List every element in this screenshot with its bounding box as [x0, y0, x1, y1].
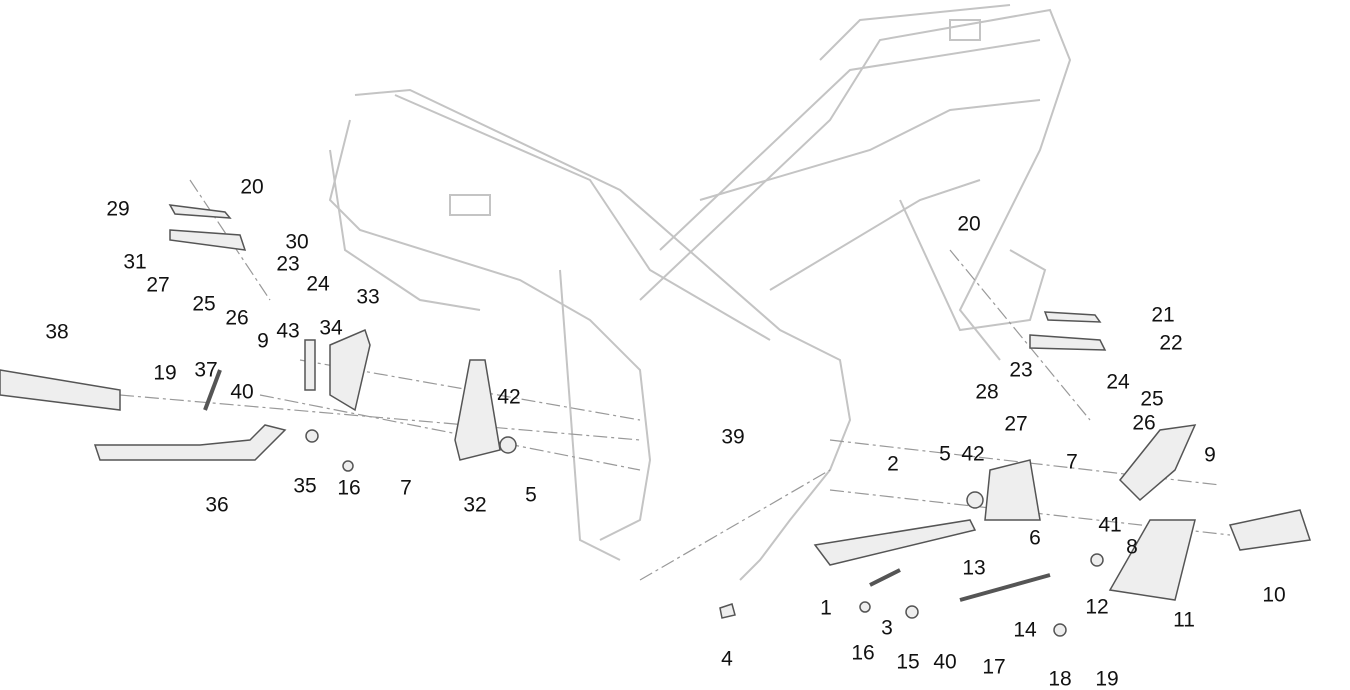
callout-35: 35 [293, 474, 317, 498]
brake-pivot-bracket [454, 359, 501, 461]
callout-11: 11 [1173, 608, 1195, 632]
callout-6: 6 [1029, 526, 1041, 550]
stand-spring [869, 568, 901, 587]
shift-lever [1108, 519, 1196, 601]
callout-10: 10 [1262, 583, 1286, 607]
washer-left [499, 436, 517, 454]
callout-4: 4 [721, 647, 733, 671]
washer [966, 491, 984, 509]
callout-43: 43 [276, 319, 300, 343]
callout-7: 7 [400, 476, 412, 500]
brake-pedal [93, 424, 287, 461]
callout-5: 5 [939, 442, 951, 466]
callout-29: 29 [106, 197, 130, 221]
callout-42: 42 [497, 385, 521, 409]
callout-40: 40 [933, 650, 957, 674]
pivot-pin [304, 339, 316, 391]
callout-28: 28 [975, 380, 999, 404]
callout-25: 25 [1140, 387, 1164, 411]
callout-34: 34 [319, 316, 343, 340]
callout-20: 20 [957, 212, 981, 236]
passenger-bracket-right [1029, 334, 1107, 351]
callout-41: 41 [1098, 513, 1122, 537]
callout-27: 27 [1004, 412, 1028, 436]
callout-5: 5 [525, 483, 537, 507]
left-footrest-bracket [329, 328, 371, 412]
callout-30: 30 [285, 230, 309, 254]
callout-23: 23 [1009, 358, 1033, 382]
right-rider-footpeg [1228, 509, 1311, 551]
callout-39: 39 [721, 425, 745, 449]
callout-22: 22 [1159, 331, 1183, 355]
callout-7: 7 [1066, 450, 1078, 474]
spring [203, 369, 222, 411]
callout-21: 21 [1151, 303, 1175, 327]
callout-26: 26 [1132, 411, 1156, 435]
callout-37: 37 [194, 358, 218, 382]
nut [719, 603, 736, 619]
callout-15: 15 [896, 650, 920, 674]
callout-38: 38 [45, 320, 69, 344]
callout-27: 27 [146, 273, 170, 297]
shift-rod [959, 573, 1051, 602]
passenger-footpeg-left [168, 204, 232, 219]
side-stand [813, 519, 977, 566]
callout-14: 14 [1013, 618, 1037, 642]
callout-32: 32 [463, 493, 487, 517]
callout-18: 18 [1048, 667, 1072, 690]
right-footrest-bracket [1118, 424, 1197, 502]
parts [0, 204, 1311, 637]
left-rider-footpeg [0, 369, 121, 411]
callout-24: 24 [306, 272, 330, 296]
passenger-footpeg-right [1043, 311, 1102, 323]
callout-3: 3 [881, 616, 893, 640]
callout-9: 9 [1204, 443, 1216, 467]
callout-26: 26 [225, 306, 249, 330]
callout-33: 33 [356, 285, 380, 309]
callout-19: 19 [1095, 667, 1119, 690]
callout-31: 31 [123, 250, 147, 274]
callout-16: 16 [851, 641, 875, 665]
motorcycle-frame [328, 4, 1072, 581]
callout-17: 17 [982, 655, 1006, 679]
callout-8: 8 [1126, 535, 1138, 559]
callout-1: 1 [820, 596, 832, 620]
callout-13: 13 [962, 556, 986, 580]
shift-pivot-bracket [984, 459, 1041, 521]
callout-2: 2 [887, 452, 899, 476]
callout-23: 23 [276, 252, 300, 276]
callout-36: 36 [205, 493, 229, 517]
callout-19: 19 [153, 361, 177, 385]
callout-16: 16 [337, 476, 361, 500]
callout-24: 24 [1106, 370, 1130, 394]
callout-40: 40 [230, 380, 254, 404]
callout-12: 12 [1085, 595, 1109, 619]
callout-9: 9 [257, 329, 269, 353]
callout-25: 25 [192, 292, 216, 316]
passenger-bracket-left [169, 229, 247, 251]
callout-42: 42 [961, 442, 985, 466]
callout-20: 20 [240, 175, 264, 199]
